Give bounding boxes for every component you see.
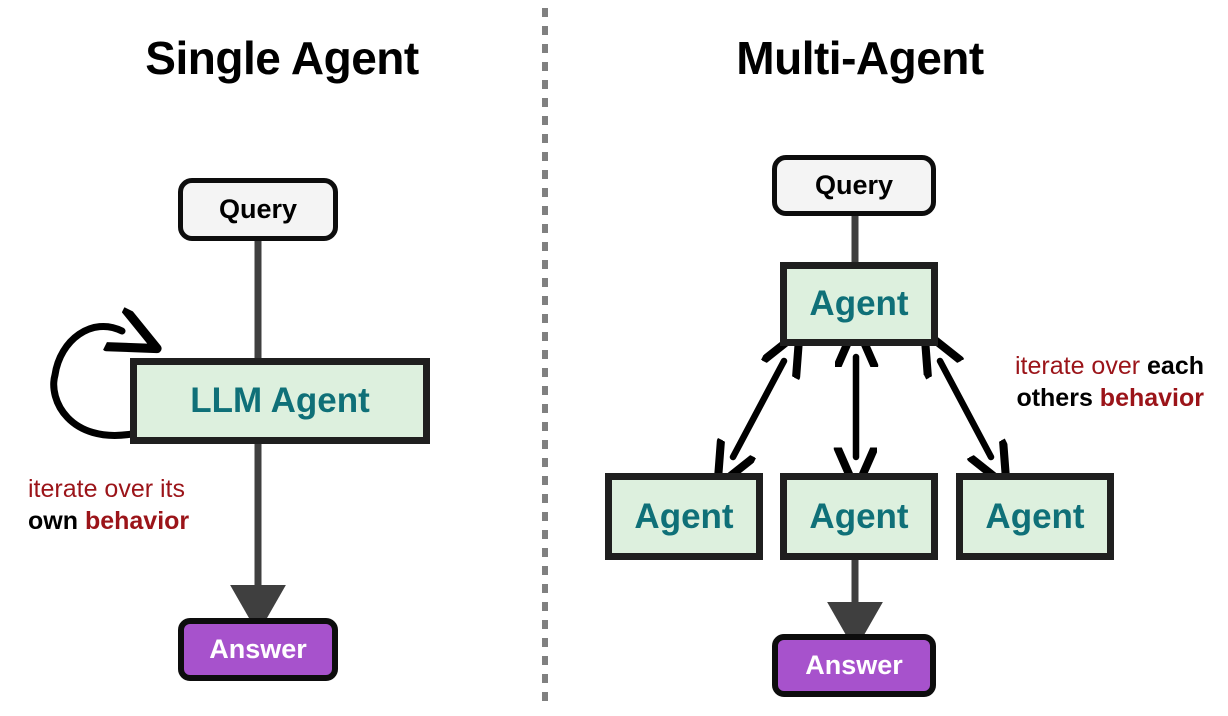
left-annotation-own: own <box>28 507 78 535</box>
right-annotation-others: others <box>1016 384 1093 412</box>
right-agent-top-node[interactable]: Agent <box>780 262 938 346</box>
left-annotation-line-2: own behavior <box>28 505 189 537</box>
right-answer-node[interactable]: Answer <box>772 634 936 697</box>
right-agent-bottom-center-node[interactable]: Agent <box>780 473 938 560</box>
panel-title-multi-agent: Multi-Agent <box>736 32 984 84</box>
right-annotation: iterate over each others behavior <box>1015 350 1204 414</box>
left-llm-agent-node[interactable]: LLM Agent <box>130 358 430 444</box>
right-query-node[interactable]: Query <box>772 155 936 216</box>
panel-title-single-agent: Single Agent <box>145 32 419 84</box>
left-annotation: iterate over its own behavior <box>28 473 189 537</box>
right-annotation-line-1: iterate over each <box>1015 350 1204 382</box>
right-annotation-behavior: behavior <box>1099 384 1204 412</box>
left-self-loop-arrow <box>50 326 132 439</box>
right-agent-bottom-left-node[interactable]: Agent <box>605 473 763 560</box>
right-annotation-line1-red: iterate over <box>1015 352 1141 380</box>
right-agent-bottom-right-node[interactable]: Agent <box>956 473 1114 560</box>
left-annotation-line-1: iterate over its <box>28 473 189 505</box>
left-annotation-line1-red: iterate over its <box>28 475 186 503</box>
left-annotation-behavior: behavior <box>84 507 190 535</box>
arrow-top-to-bottom-left <box>733 361 784 457</box>
right-annotation-each: each <box>1147 352 1204 380</box>
arrow-top-to-bottom-right <box>940 361 991 457</box>
left-query-node[interactable]: Query <box>178 178 338 241</box>
right-annotation-line-2: others behavior <box>1015 382 1204 414</box>
left-answer-node[interactable]: Answer <box>178 618 338 681</box>
